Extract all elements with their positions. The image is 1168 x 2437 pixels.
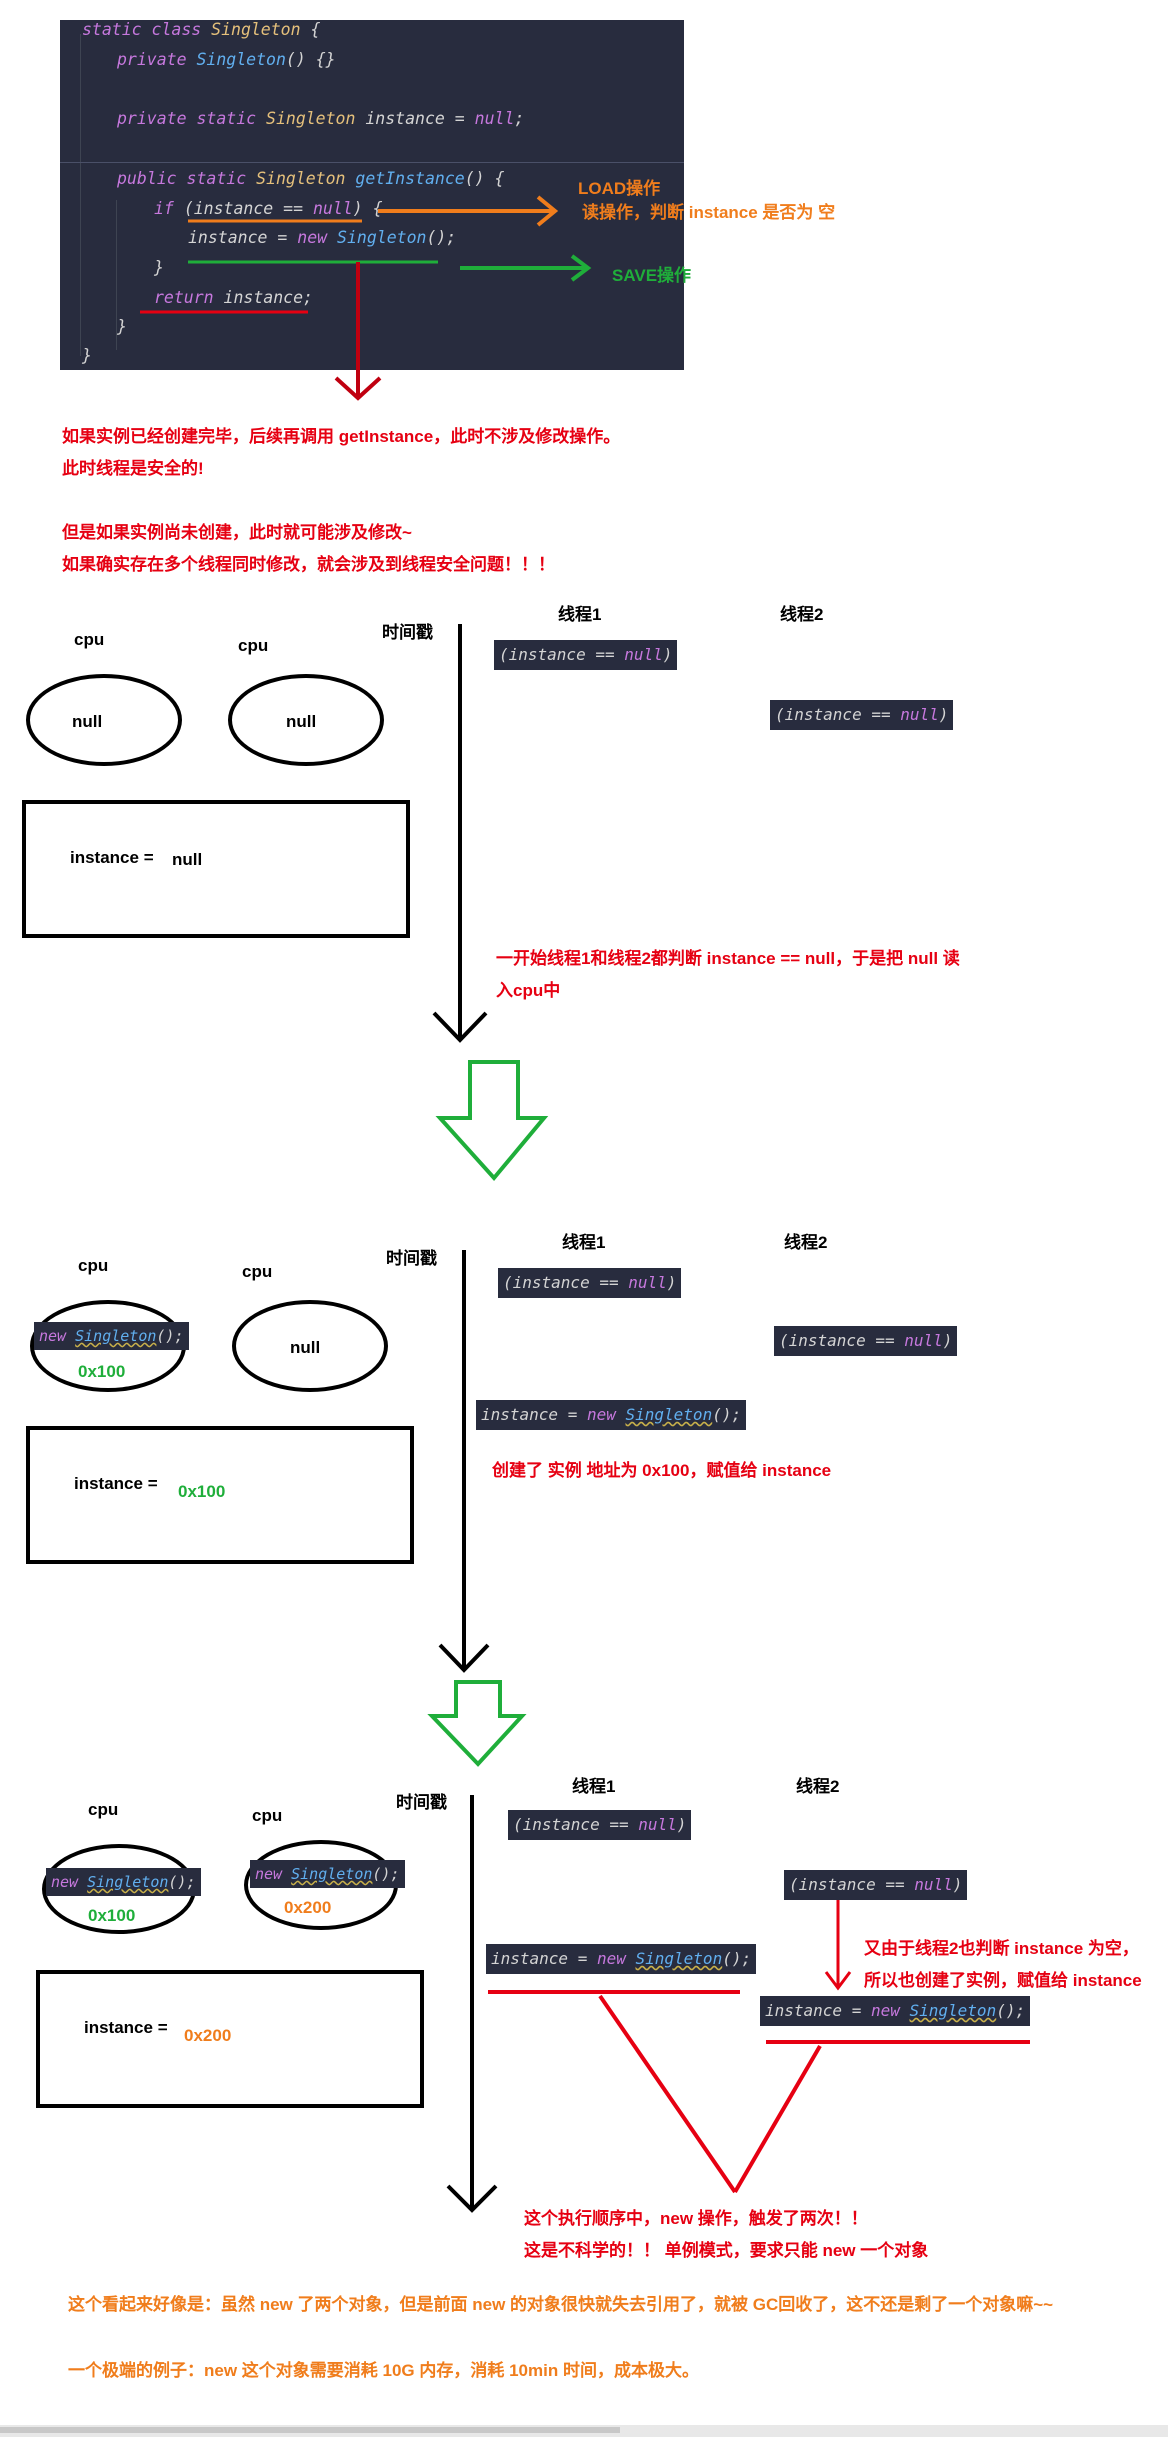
code-line-4: public static Singleton getInstance() { [117, 169, 505, 188]
memory-label: instance = [84, 2018, 168, 2037]
code-separator [60, 162, 684, 163]
thread1-check-chip: (instance == null) [498, 1268, 682, 1298]
cpu2-register: null [228, 674, 384, 766]
cpu2-value: 0x200 [284, 1898, 332, 1917]
note-2: 此时线程是安全的! [62, 459, 204, 478]
load-title: LOAD操作 [578, 179, 661, 198]
thread1-check-chip: (instance == null) [508, 1810, 692, 1840]
footer-note-2: 一个极端的例子：new 这个对象需要消耗 10G 内存，消耗 10min 时间，… [68, 2361, 699, 2380]
cpu1-value: 0x100 [88, 1906, 136, 1925]
load-desc: 读操作，判断 instance 是否为 空 [582, 203, 836, 222]
cpu2-label: cpu [238, 636, 269, 655]
cpu1-new-chip: new Singleton(); [34, 1322, 189, 1350]
code-line-2: private Singleton() {} [117, 50, 336, 69]
stage3-note-right-1: 又由于线程2也判断 instance 为空， [864, 1939, 1139, 1958]
code-line-3: private static Singleton instance = null… [117, 109, 525, 128]
timestamp-label: 时间戳 [396, 1793, 447, 1812]
thread1-assign-chip: instance = new Singleton(); [486, 1944, 757, 1974]
thread2-check-chip: (instance == null) [784, 1870, 968, 1900]
bottom-scroll-thumb[interactable] [0, 2427, 620, 2433]
footer-note-1: 这个看起来好像是：虽然 new 了两个对象，但是前面 new 的对象很快就失去引… [68, 2295, 1054, 2314]
stage3-note-bottom-2: 这是不科学的！！ 单例模式，要求只能 new 一个对象 [524, 2241, 929, 2260]
load-arrow-head [536, 195, 559, 227]
indent-guide [116, 200, 117, 350]
cpu2-label: cpu [242, 1262, 273, 1281]
note-4: 如果确实存在多个线程同时修改，就会涉及到线程安全问题！！！ [62, 555, 555, 574]
code-line-1: static class Singleton { [82, 20, 321, 39]
return-arrow-head [334, 376, 382, 401]
timeline-1-head [432, 1011, 488, 1043]
note-1: 如果实例已经创建完毕，后续再调用 getInstance，此时不涉及修改操作。 [62, 427, 621, 446]
cpu2-label: cpu [252, 1806, 283, 1825]
cpu1-value: 0x100 [78, 1362, 126, 1381]
thread2-check-chip: (instance == null) [774, 1326, 958, 1356]
memory-box: instance = 0x200 [36, 1970, 424, 2108]
stage1-note-1: 一开始线程1和线程2都判断 instance == null，于是把 null … [496, 949, 960, 968]
cpu1-label: cpu [74, 630, 105, 649]
thread1-label: 线程1 [572, 1777, 616, 1796]
cpu1-label: cpu [88, 1800, 119, 1819]
code-line-8: return instance; [154, 288, 313, 307]
converge-line-left [598, 1994, 737, 2194]
code-line-6: instance = new Singleton(); [188, 228, 457, 247]
stage2-note: 创建了 实例 地址为 0x100，赋值给 instance [492, 1461, 832, 1480]
timeline-3-head [446, 2184, 498, 2213]
thread1-check-chip: (instance == null) [494, 640, 678, 670]
memory-box: instance = 0x100 [26, 1426, 414, 1564]
converge-line-right [733, 2044, 822, 2194]
thread2-label: 线程2 [784, 1233, 828, 1252]
thread1-assign-chip: instance = new Singleton(); [476, 1400, 747, 1430]
memory-label: instance = [74, 1474, 158, 1493]
memory-box: instance = null [22, 800, 410, 938]
stage3-note-bottom-1: 这个执行顺序中，new 操作，触发了两次！！ [524, 2209, 868, 2228]
memory-value: 0x200 [184, 2026, 232, 2045]
cpu1-value: null [72, 712, 103, 731]
stage1-note-2: 入cpu中 [496, 981, 561, 1000]
stage3-note-right-2: 所以也创建了实例，赋值给 instance [864, 1971, 1142, 1990]
code-line-9: } [117, 317, 127, 336]
memory-value: 0x100 [178, 1482, 226, 1501]
code-line-5: if (instance == null) { [154, 199, 383, 218]
cpu2-register: null [232, 1300, 388, 1392]
thread2-label: 线程2 [796, 1777, 840, 1796]
thread2-assign-chip: instance = new Singleton(); [760, 1996, 1031, 2026]
cpu2-value: null [290, 1338, 321, 1357]
code-line-7: } [154, 258, 164, 277]
cpu2-value: null [286, 712, 317, 731]
thread2-check-chip: (instance == null) [770, 700, 954, 730]
indent-guide [80, 34, 81, 356]
cpu1-register: null [26, 674, 182, 766]
cpu2-new-chip: new Singleton(); [250, 1860, 405, 1888]
thread2-label: 线程2 [780, 605, 824, 624]
transition-arrow-2 [427, 1680, 527, 1767]
cpu1-label: cpu [78, 1256, 109, 1275]
save-arrow-head [570, 254, 592, 282]
memory-value: null [172, 850, 203, 869]
thread1-label: 线程1 [558, 605, 602, 624]
save-title: SAVE操作 [612, 266, 692, 285]
timestamp-label: 时间戳 [382, 623, 433, 642]
timestamp-label: 时间戳 [386, 1249, 437, 1268]
thread2-arrow-head [824, 1971, 852, 1991]
code-line-10: } [82, 346, 92, 365]
note-3: 但是如果实例尚未创建，此时就可能涉及修改~ [62, 523, 412, 542]
memory-label: instance = [70, 848, 154, 867]
timeline-2-head [438, 1643, 490, 1673]
thread1-label: 线程1 [562, 1233, 606, 1252]
cpu1-new-chip: new Singleton(); [46, 1868, 201, 1896]
transition-arrow-1 [435, 1060, 549, 1182]
